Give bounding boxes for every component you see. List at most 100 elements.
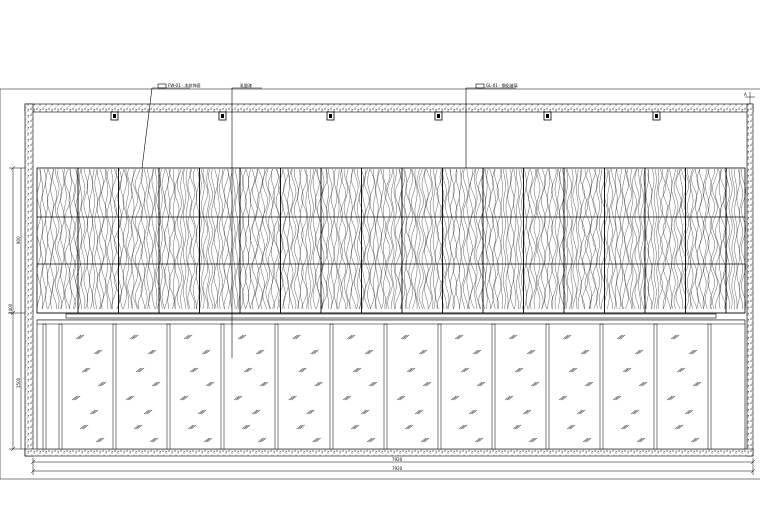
glass-hatch-mark (402, 334, 408, 340)
glass-hatch-mark (368, 381, 375, 387)
glass-hatch-mark (97, 349, 103, 355)
wood-grain-strand (312, 168, 317, 310)
wood-grain-strand (248, 168, 251, 310)
glass-hatch-mark (95, 349, 101, 355)
glass-hatch-mark (306, 409, 312, 415)
glass-hatch-mark (364, 409, 370, 415)
glass-hatch-mark (566, 424, 573, 430)
glass-hatch-mark (205, 437, 211, 443)
wood-grain-strand (362, 168, 366, 310)
left-dimensions: 900 2400 1500 (8, 165, 25, 452)
wood-grain-strand (219, 168, 223, 310)
glass-hatch-mark (183, 395, 189, 401)
glass-hatch-mark (462, 424, 468, 430)
glass-hatch-mark (586, 437, 592, 443)
glass-hatch-mark (193, 367, 199, 373)
glass-hatch-mark (694, 437, 700, 443)
glass-mullion (707, 323, 712, 450)
wood-grain-strand (572, 168, 577, 310)
glass-hatch-mark (480, 381, 486, 387)
wood-grain-strand (432, 168, 436, 310)
wood-grain-strand (640, 168, 644, 310)
wood-grain-strand (596, 168, 600, 310)
glass-hatch-mark (636, 437, 643, 443)
wood-grain-strand (547, 168, 550, 310)
wood-grain-strand (289, 168, 294, 310)
glass-hatch-mark (125, 395, 132, 401)
glass-hatch-mark (678, 424, 684, 430)
glass-hatch-mark (203, 349, 209, 355)
glass-hatch-mark (578, 409, 584, 415)
glass-hatch-mark (400, 334, 407, 340)
glass-hatch-mark (127, 395, 133, 401)
wood-grain-strand (217, 168, 220, 310)
glass-hatch-mark (83, 367, 89, 373)
glass-hatch-mark (568, 424, 574, 430)
wood-grain-strand (105, 168, 108, 310)
glass-hatch-mark (616, 395, 622, 401)
glass-hatch-mark (630, 409, 637, 415)
glass-hatch-mark (404, 424, 411, 430)
glass-mullion (58, 323, 63, 450)
glass-hatch-mark (366, 349, 372, 355)
glass-hatch-mark (420, 437, 427, 443)
glass-hatch-mark (508, 395, 514, 401)
wood-grain-strand (57, 168, 63, 310)
glass-hatch-mark (510, 334, 516, 340)
wood-grain-strand (60, 168, 65, 310)
glass-hatch-mark (307, 409, 314, 415)
glass-hatch-mark (474, 437, 481, 443)
wood-grain-strand (516, 168, 519, 310)
wood-grain-strand (466, 168, 470, 310)
glass-hatch-mark (187, 424, 194, 430)
glass-hatch-mark (91, 409, 97, 415)
wood-grain-strand (275, 168, 281, 310)
glass-hatch-mark (638, 437, 644, 443)
glass-hatch-mark (310, 349, 316, 355)
glass-hatch-mark (626, 367, 632, 373)
glass-hatch-mark (530, 349, 536, 355)
wood-grain-strand (130, 168, 135, 310)
glass-hatch-mark (245, 367, 251, 373)
glass-hatch-mark (568, 367, 575, 373)
glass-hatch-mark (624, 367, 630, 373)
glass-hatch-mark (676, 367, 683, 373)
wood-grain-strand (192, 168, 198, 310)
glass-mullion (220, 323, 225, 450)
glass-hatch-mark (313, 349, 319, 355)
wood-grain-strand (538, 168, 544, 310)
wood-grain-strand (64, 168, 71, 310)
glass-hatch-mark (201, 409, 207, 415)
wood-grain-strand (297, 168, 301, 310)
wood-panel-joints (37, 216, 745, 265)
wood-grain-strand (566, 168, 572, 310)
wood-grain-strand (110, 168, 114, 310)
wood-grain-strand (421, 168, 426, 310)
glass-hatch-mark (368, 437, 374, 443)
wood-grain-strand (96, 168, 101, 310)
glass-hatch-mark (560, 395, 566, 401)
wood-grain-strand (452, 168, 458, 310)
glass-hatch-mark (562, 334, 569, 340)
wood-grain-strand (475, 168, 482, 310)
wood-grain-strand (384, 168, 391, 310)
glass-hatch-mark (179, 395, 186, 401)
glass-hatch-mark (239, 334, 245, 340)
glass-hatch-mark (185, 334, 191, 340)
glass-hatch-mark (476, 381, 483, 387)
glass-hatch-mark (89, 409, 96, 415)
glass-hatch-mark (81, 367, 88, 373)
wood-grain-strand (741, 168, 746, 310)
glass-hatch-mark (622, 424, 628, 430)
wood-grain-strand (265, 168, 270, 310)
glass-hatch-mark (233, 395, 240, 401)
wood-grain-strand (235, 168, 239, 310)
wood-grain-strand (107, 168, 112, 310)
wood-grain-strand (439, 168, 445, 310)
wood-grain-strand (177, 168, 182, 310)
wood-grain-strand (40, 168, 43, 310)
glass-hatch-mark (93, 409, 99, 415)
glass-hatch-mark (582, 349, 588, 355)
wood-grain-strand (262, 168, 268, 310)
glass-hatch-mark (309, 409, 315, 415)
